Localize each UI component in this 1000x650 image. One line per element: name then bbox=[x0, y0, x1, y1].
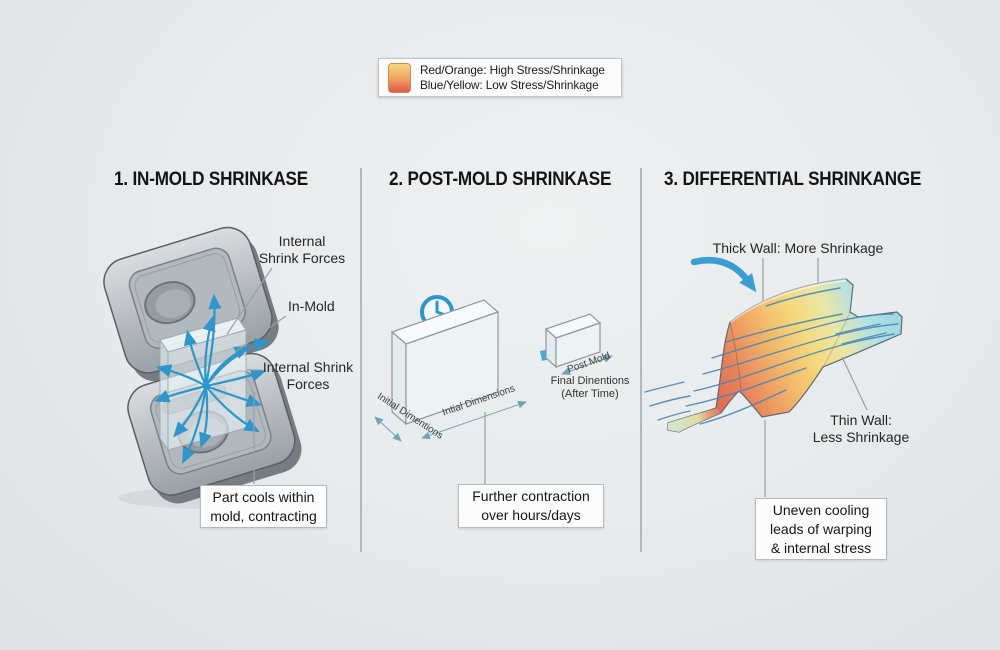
panel1-title: 1. IN-MOLD SHRINKASE bbox=[114, 169, 309, 190]
panel3-title: 3. DIFFERENTIAL SHRINKANGE bbox=[664, 169, 922, 190]
shrink-force-arrows bbox=[153, 293, 271, 464]
flow-streamlines bbox=[644, 287, 899, 425]
legend-text: Red/Orange: High Stress/Shrinkage Blue/Y… bbox=[420, 63, 605, 93]
clock-icon bbox=[420, 295, 454, 329]
legend: Red/Orange: High Stress/Shrinkage Blue/Y… bbox=[378, 58, 622, 97]
label-line: Shrink Forces bbox=[258, 250, 346, 266]
divider-2 bbox=[640, 168, 642, 552]
thin-wall-leader-line bbox=[841, 356, 868, 411]
label-line: Forces bbox=[286, 376, 330, 392]
molded-part bbox=[159, 317, 247, 452]
panel3-caption-box: Uneven cooling leads of warping & intern… bbox=[755, 498, 887, 560]
caption-line: & internal stress bbox=[770, 539, 872, 556]
caption-line: mold, contracting bbox=[210, 507, 317, 524]
panel2-title: 2. POST-MOLD SHRINKASE bbox=[389, 169, 612, 190]
warp-arrow-icon bbox=[690, 256, 757, 293]
label-internal-shrink-forces-right: Internal Shrink Forces bbox=[262, 359, 354, 393]
panel2-caption-box: Further contraction over hours/days bbox=[458, 484, 604, 528]
legend-line-high: Red/Orange: High Stress/Shrinkage bbox=[420, 62, 605, 77]
label-line: Final Dinentions bbox=[550, 375, 630, 387]
label-final-dimensions: Final Dinentions (After Time) bbox=[548, 375, 632, 401]
label-line: Less Shrinkage bbox=[812, 429, 910, 445]
warped-part bbox=[667, 278, 903, 433]
label-internal-shrink-forces-top: Internal Shrink Forces bbox=[256, 233, 348, 267]
caption-line: Further contraction bbox=[472, 488, 590, 504]
label-thick-wall: Thick Wall: More Shrinkage bbox=[712, 240, 884, 256]
panel1-caption-box: Part cools within mold, contracting bbox=[200, 485, 327, 528]
label-line: Thin Wall: bbox=[830, 412, 892, 428]
caption-line: Part cools within bbox=[212, 488, 315, 505]
label-in-mold: In-Mold bbox=[288, 298, 335, 314]
differential-illustration bbox=[644, 256, 903, 497]
label-post-mold: Post Mold bbox=[566, 350, 612, 376]
label-line: Internal bbox=[278, 233, 326, 249]
panel3-leader-lines bbox=[762, 258, 819, 497]
legend-gradient-swatch bbox=[388, 62, 411, 93]
label-initial-dimensions-bottom: Intial Dimensions bbox=[441, 383, 517, 419]
caption-line: Uneven cooling bbox=[772, 501, 870, 518]
label-thin-wall: Thin Wall: Less Shrinkage bbox=[803, 412, 919, 446]
divider-1 bbox=[360, 168, 362, 552]
label-initial-dimensions-left: Initial Dimentions bbox=[375, 391, 445, 442]
label-line: (After Time) bbox=[561, 388, 619, 400]
label-line: Internal Shrink bbox=[262, 359, 354, 375]
caption-line: leads of warping bbox=[770, 520, 872, 537]
caption-line: over hours/days bbox=[481, 507, 581, 523]
legend-line-low: Blue/Yellow: Low Stress/Shrinkage bbox=[420, 77, 599, 92]
